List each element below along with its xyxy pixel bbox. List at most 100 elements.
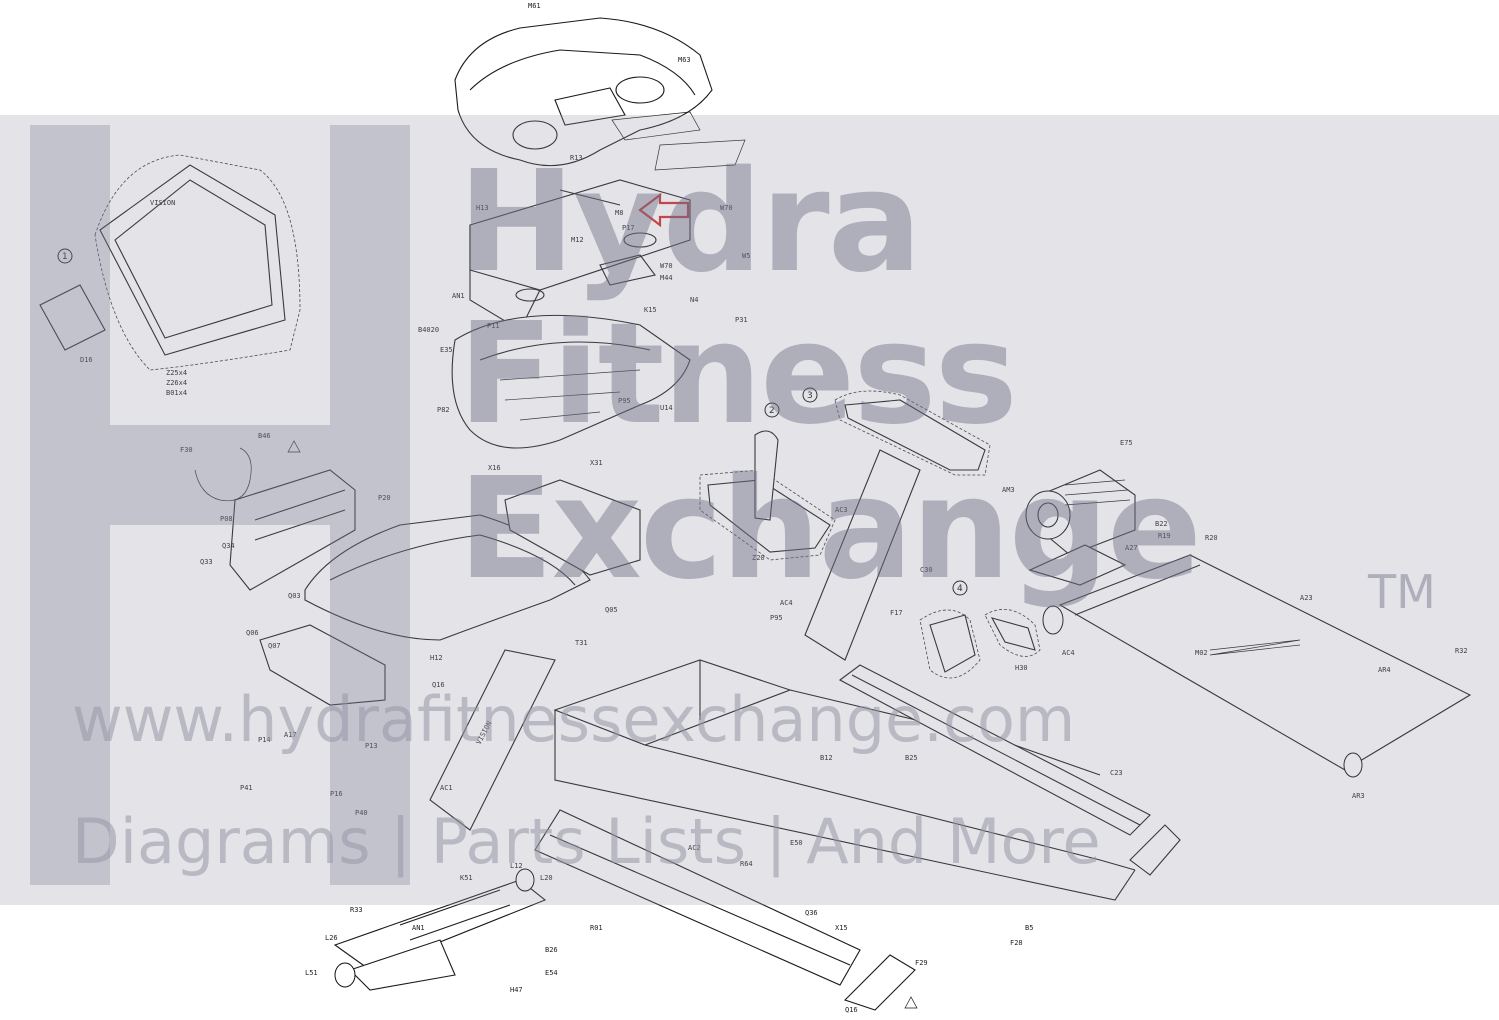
part-label: C23: [1110, 769, 1123, 777]
part-label: AM3: [1002, 486, 1015, 494]
callout-2-marker: 2: [764, 402, 780, 418]
part-labels-lower-left: F30 B46 P08 P20 Q34 Q33 Q03 H12 Q06 Q07 …: [180, 432, 588, 817]
belt-guard: [919, 608, 1041, 679]
part-label: Q07: [268, 642, 281, 650]
part-label: Z26x4: [166, 379, 187, 387]
part-label: A27: [1125, 544, 1138, 552]
part-label: R01: [590, 924, 603, 932]
part-label: AN1: [412, 924, 425, 932]
part-label: AC4: [780, 599, 793, 607]
svg-text:3: 3: [807, 391, 813, 401]
part-label: E54: [545, 969, 558, 977]
part-label: AC2: [688, 844, 701, 852]
console-lower-shroud: [451, 314, 691, 449]
part-label: Q33: [200, 558, 213, 566]
handrail-assembly: [699, 390, 991, 561]
side-rail-left: [534, 809, 861, 986]
part-label: Q03: [288, 592, 301, 600]
part-label: L12: [510, 862, 523, 870]
part-label: M44: [660, 274, 673, 282]
part-label: Z20: [752, 554, 765, 562]
part-label: AC3: [835, 506, 848, 514]
part-label: Q16: [432, 681, 445, 689]
part-label: L20: [540, 874, 553, 882]
part-label: R32: [1455, 647, 1468, 655]
part-label: M02: [1195, 649, 1208, 657]
part-label: AR4: [1378, 666, 1391, 674]
part-label: Q05: [605, 606, 618, 614]
part-label: F29: [915, 959, 928, 967]
part-label: P11: [487, 322, 500, 330]
part-label: B5: [1025, 924, 1033, 932]
part-label: K51: [460, 874, 473, 882]
console-frame-box: [469, 179, 691, 331]
part-label: B12: [820, 754, 833, 762]
upper-console-shell: [454, 17, 746, 171]
part-labels-top-console: M61 M63 R13 H13 M8 W70 P17 M12 W5 W70 M4…: [476, 2, 750, 324]
part-label: L26: [325, 934, 338, 942]
part-label: M63: [678, 56, 691, 64]
callout-3-marker: 3: [802, 387, 818, 403]
part-label: T31: [575, 639, 588, 647]
part-label: W5: [742, 252, 750, 260]
part-label: P31: [735, 316, 748, 324]
part-label: P13: [365, 742, 378, 750]
part-label: AN1: [452, 292, 465, 300]
part-label: K15: [644, 306, 657, 314]
part-label: AR3: [1352, 792, 1365, 800]
right-upright: [804, 449, 921, 661]
part-label: D16: [80, 356, 93, 364]
part-label: P20: [378, 494, 391, 502]
part-label: M8: [615, 209, 623, 217]
incline-wheel-frame: [333, 868, 547, 991]
part-label: Q06: [246, 629, 259, 637]
part-label: R64: [740, 860, 753, 868]
part-label: B46: [258, 432, 271, 440]
part-label: P08: [220, 515, 233, 523]
part-label: AC4: [1062, 649, 1075, 657]
part-labels-bottom: Q16 L12 L20 K51 L26 L51 R33 B26 R01 H47 …: [305, 862, 1033, 1014]
part-label: P95: [770, 614, 783, 622]
svg-text:2: 2: [769, 406, 775, 416]
part-label: C30: [920, 566, 933, 574]
part-label: AC1: [440, 784, 453, 792]
part-label: Q34: [222, 542, 235, 550]
part-label: F17: [890, 609, 903, 617]
svg-text:4: 4: [957, 584, 963, 594]
part-label: H30: [1015, 664, 1028, 672]
part-labels-side-console: D16 Z25x4 Z26x4 B01x4: [80, 356, 187, 397]
part-labels-right: AM3 E75 B22 A27 R19 R20 H30 A23 M02 AC4 …: [1002, 439, 1468, 800]
part-label: R33: [350, 906, 363, 914]
touchscreen-console: VISION: [39, 154, 301, 371]
part-label: W70: [660, 262, 673, 270]
part-label: P17: [622, 224, 635, 232]
part-labels-upper-frame: AN1 P11 B4020 E35 P95 U14 P82 X31 X16: [418, 292, 673, 472]
part-label: X16: [488, 464, 501, 472]
running-belt-deck: [1042, 554, 1472, 778]
part-label: P16: [330, 790, 343, 798]
part-label: Z25x4: [166, 369, 187, 377]
part-label: P95: [618, 397, 631, 405]
part-label: R19: [1158, 532, 1171, 540]
part-label: U14: [660, 404, 673, 412]
front-leg-cover: [843, 824, 1181, 1011]
part-label: M12: [571, 236, 584, 244]
part-label: W70: [720, 204, 733, 212]
part-label: A17: [284, 731, 297, 739]
part-label: R13: [570, 154, 583, 162]
motor-cover-left: [194, 447, 356, 591]
motor-hood: [259, 479, 641, 706]
callout-1-marker: 1: [57, 248, 73, 264]
part-label: H47: [510, 986, 523, 994]
part-label: R20: [1205, 534, 1218, 542]
part-label: H13: [476, 204, 489, 212]
part-label: Q36: [805, 909, 818, 917]
part-label: H12: [430, 654, 443, 662]
frame-logo: VISION: [150, 199, 175, 207]
part-label: E75: [1120, 439, 1133, 447]
highlight-arrow-icon: [638, 192, 690, 228]
part-label: X15: [835, 924, 848, 932]
part-label: B01x4: [166, 389, 187, 397]
part-label: P14: [258, 736, 271, 744]
